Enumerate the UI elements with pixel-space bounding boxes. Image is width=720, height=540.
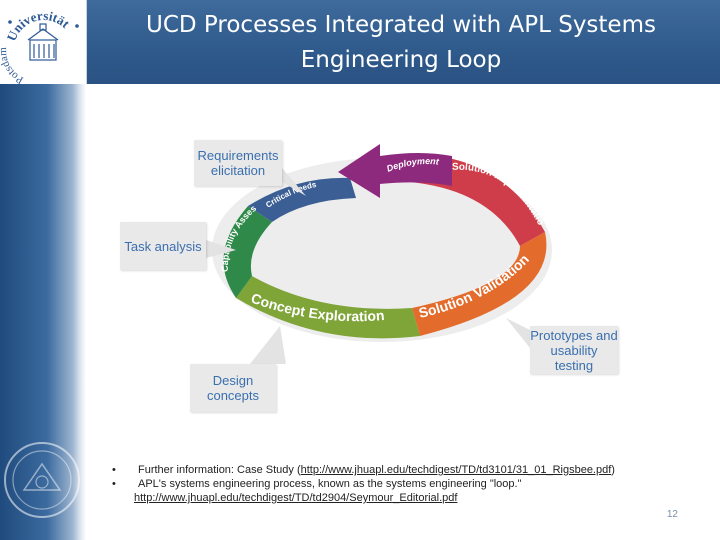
bullet-marker: • xyxy=(112,464,116,476)
logo-graphic: Universität Potsdam xyxy=(0,8,79,86)
editorial-link[interactable]: http://www.jhuapl.edu/techdigest/TD/td29… xyxy=(134,492,458,504)
segment-deployment-arrow xyxy=(338,144,452,198)
left-band-glow xyxy=(0,84,120,540)
segment-concept-exploration xyxy=(236,276,420,339)
seal-graphic xyxy=(4,442,80,518)
page-number: 12 xyxy=(666,509,678,520)
header-bar xyxy=(0,0,720,84)
callout-requirements-elicitation: Requirements elicitation xyxy=(194,140,282,186)
pointer-design xyxy=(250,326,286,364)
segment-critical-needs xyxy=(248,177,356,222)
university-logo: Universität Potsdam xyxy=(0,0,87,86)
reference-link-row: http://www.jhuapl.edu/techdigest/TD/td29… xyxy=(112,491,712,505)
title-line-1: UCD Processes Integrated with APL System… xyxy=(146,12,656,38)
reference-suffix: ) xyxy=(611,464,615,476)
references-list: • Further information: Case Study (http:… xyxy=(112,463,712,505)
case-study-link[interactable]: http://www.jhuapl.edu/techdigest/TD/td31… xyxy=(300,464,612,476)
callout-task-analysis: Task analysis xyxy=(120,222,206,270)
pointer-task-analysis xyxy=(206,240,236,258)
segment-capability-assessment xyxy=(223,206,272,298)
bullet-marker: • xyxy=(112,478,116,490)
list-item: • APL's systems engineering process, kno… xyxy=(112,477,712,491)
slide-title: UCD Processes Integrated with APL System… xyxy=(96,8,706,78)
title-line-2: Engineering Loop xyxy=(300,47,502,73)
list-item: • Further information: Case Study (http:… xyxy=(112,463,712,477)
reference-text: APL's systems engineering process, known… xyxy=(138,478,522,490)
pointer-prototypes xyxy=(506,318,530,348)
university-seal xyxy=(2,428,82,534)
callout-design-concepts: Design concepts xyxy=(190,364,276,412)
reference-text: Further information: Case Study ( xyxy=(138,464,301,476)
callout-prototypes-usability: Prototypes and usability testing xyxy=(530,326,618,374)
pointer-requirements xyxy=(282,168,306,196)
segment-solution-validation xyxy=(412,232,547,336)
